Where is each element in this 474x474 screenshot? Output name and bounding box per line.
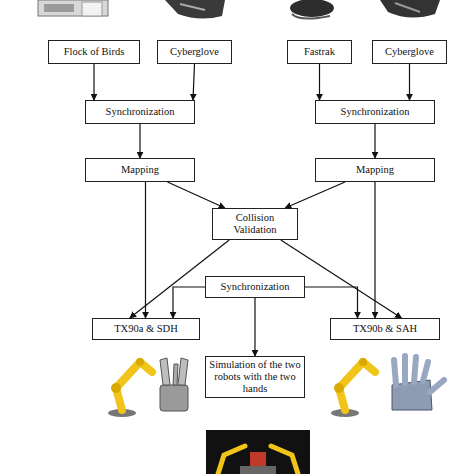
flow-arrow	[145, 182, 146, 318]
flow-arrow	[173, 287, 205, 318]
process-box: TX90a & SDH	[92, 318, 200, 340]
box-label: Cyberglove	[385, 46, 434, 58]
flow-arrow	[319, 64, 320, 100]
box-label: Mapping	[356, 164, 394, 176]
process-box: Mapping	[85, 158, 195, 182]
flow-arrow	[168, 182, 225, 208]
box-label: Collision Validation	[216, 212, 294, 236]
robot-arm	[331, 358, 375, 417]
flow-arrow	[409, 64, 410, 100]
process-box: TX90b & SAH	[330, 318, 440, 340]
flow-arrow	[254, 298, 255, 356]
glove-photo	[165, 0, 225, 19]
process-box: Collision Validation	[212, 208, 298, 240]
flow-arrow	[93, 64, 94, 100]
box-label: TX90a & SDH	[114, 323, 178, 335]
box-label: Synchronization	[221, 281, 290, 293]
process-box: Mapping	[315, 158, 435, 182]
robot-hand	[392, 356, 444, 410]
gripper	[160, 358, 188, 411]
process-box: Fastrak	[287, 40, 352, 64]
box-label: Mapping	[121, 164, 159, 176]
box-label: Cyberglove	[170, 46, 219, 58]
robot-arm	[108, 358, 152, 417]
tracker-photo	[290, 0, 334, 19]
flow-arrow	[139, 124, 140, 158]
flow-arrow	[305, 287, 358, 318]
process-box: Flock of Birds	[48, 40, 140, 64]
process-box: Synchronization	[205, 276, 305, 298]
box-label: TX90b & SAH	[353, 323, 417, 335]
process-box: Cyberglove	[157, 40, 232, 64]
box-label: Flock of Birds	[64, 46, 125, 58]
process-box: Simulation of the two robots with the tw…	[205, 356, 305, 398]
tracker-photo	[38, 0, 108, 16]
glove-photo	[380, 0, 440, 18]
box-label: Synchronization	[341, 106, 410, 118]
flow-arrow	[281, 240, 402, 318]
flow-arrow	[193, 64, 195, 100]
flow-arrow	[374, 124, 375, 158]
box-label: Simulation of the two robots with the tw…	[209, 359, 301, 395]
process-box: Cyberglove	[372, 40, 447, 64]
process-box: Synchronization	[85, 100, 195, 124]
flow-arrow	[285, 182, 345, 208]
flow-arrow	[130, 240, 229, 318]
flow-arrow	[374, 182, 375, 318]
box-label: Fastrak	[304, 46, 335, 58]
process-box: Synchronization	[315, 100, 435, 124]
simulation-image	[206, 430, 310, 474]
box-label: Synchronization	[106, 106, 175, 118]
